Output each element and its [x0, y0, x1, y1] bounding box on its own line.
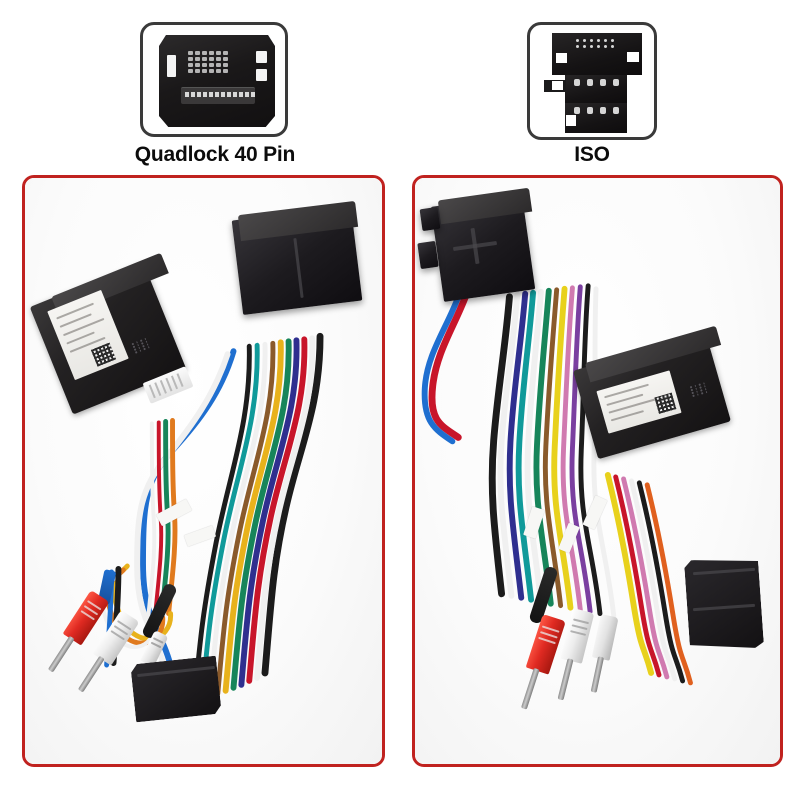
iso-lower-pin-grid [574, 107, 626, 118]
iso-caption: ISO [574, 143, 610, 166]
quadlock-latch-right-lower [256, 69, 267, 81]
canbus-module-qr-code [90, 342, 117, 367]
iso-notch-low-left [566, 115, 576, 126]
quadlock-connector-body [159, 35, 275, 127]
quadlock-harness-photo [25, 178, 382, 764]
quadlock-harness-panel [22, 175, 385, 767]
quadlock-pin-grid [188, 51, 228, 73]
iso-connector-side-tab-lower [417, 240, 439, 270]
quadlock-latch-right [256, 51, 267, 63]
quadlock-lower-teeth [185, 92, 255, 97]
iso-harness-panel [412, 175, 783, 767]
iso-middle-pin-grid [574, 79, 626, 90]
quadlock-caption: Quadlock 40 Pin [134, 143, 296, 166]
quadlock-40-pin-connector-thumbnail [140, 22, 288, 137]
iso-notch-top-left [556, 53, 567, 63]
iso-connector-thumbnail [527, 22, 657, 140]
iso-wire-bundle [421, 283, 693, 686]
quadlock-latch-left [167, 55, 176, 77]
iso-notch-mid-left [552, 81, 563, 90]
iso-upper-pin-grid [576, 39, 618, 51]
iso-harness-photo [415, 178, 780, 764]
iso-notch-top-right [627, 52, 639, 62]
iso-connector-side-tab-upper [419, 206, 441, 232]
canbus-module-qr-code [654, 392, 677, 414]
